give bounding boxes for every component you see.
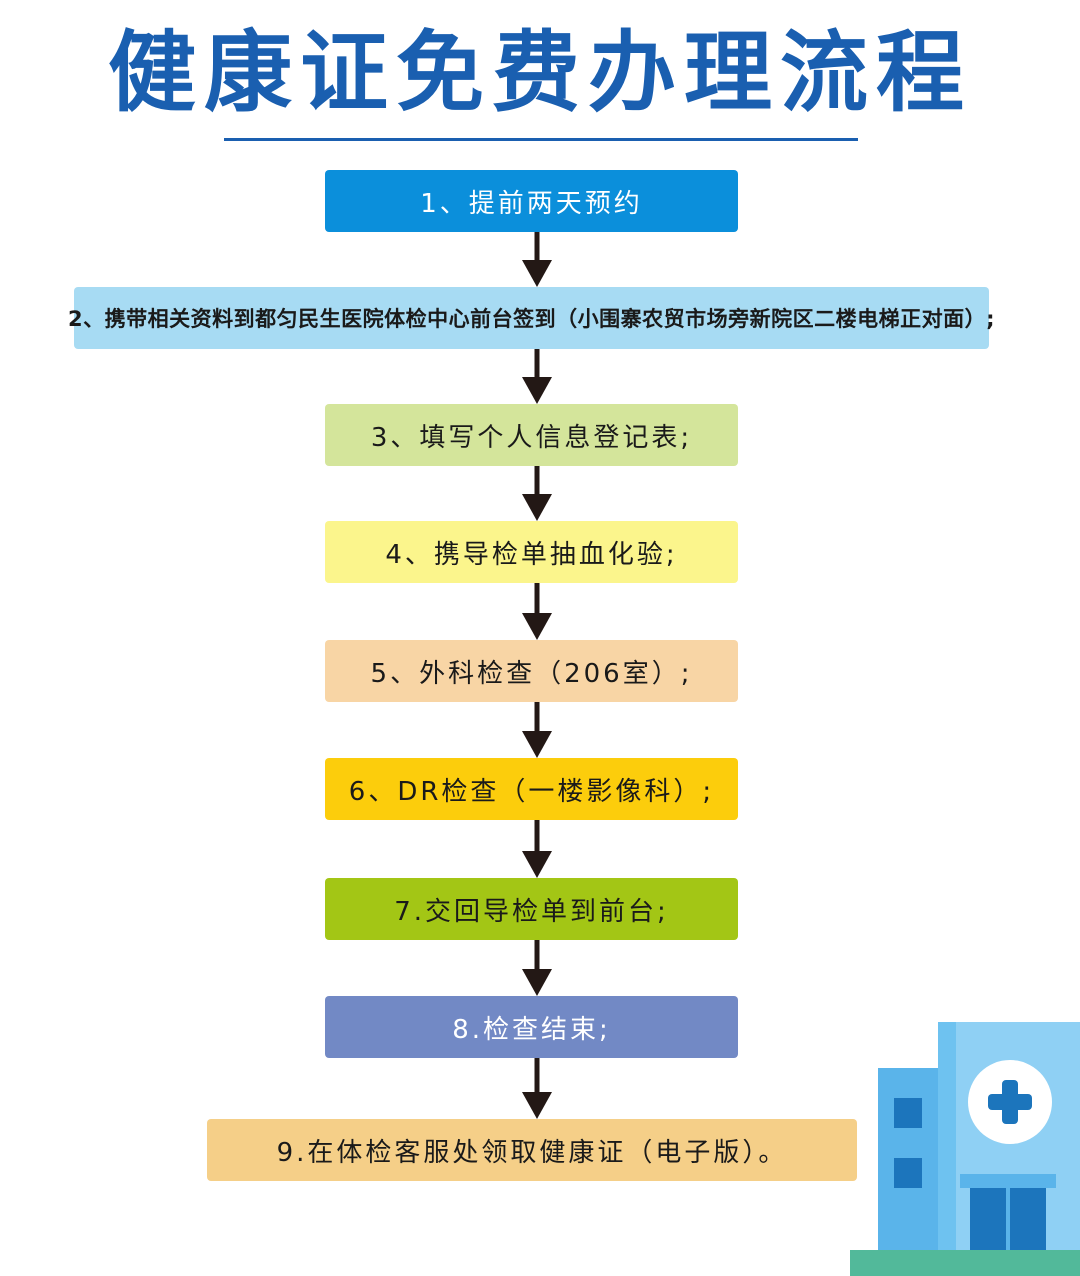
down-arrow-icon — [522, 1058, 552, 1119]
step-5-box: 5、外科检查（206室）; — [325, 640, 738, 702]
step-4-box: 4、携导检单抽血化验; — [325, 521, 738, 583]
step-2-label: 2、携带相关资料到都匀民生医院体检中心前台签到（小围寨农贸市场旁新院区二楼电梯正… — [68, 307, 996, 331]
step-4-label: 4、携导检单抽血化验; — [385, 539, 678, 570]
title-underline — [224, 138, 858, 141]
step-9-box: 9.在体检客服处领取健康证（电子版）。 — [207, 1119, 857, 1181]
step-8-box: 8.检查结束; — [325, 996, 738, 1058]
step-3-box: 3、填写个人信息登记表; — [325, 404, 738, 466]
step-9-label: 9.在体检客服处领取健康证（电子版）。 — [276, 1137, 788, 1168]
step-7-box: 7.交回导检单到前台; — [325, 878, 738, 940]
medical-cross-icon — [968, 1060, 1052, 1144]
down-arrow-icon — [522, 702, 552, 758]
down-arrow-icon — [522, 349, 552, 404]
step-3-label: 3、填写个人信息登记表; — [370, 422, 693, 453]
page-title: 健康证免费办理流程 — [107, 21, 972, 124]
step-1-box: 1、提前两天预约 — [325, 170, 738, 232]
step-2-box: 2、携带相关资料到都匀民生医院体检中心前台签到（小围寨农贸市场旁新院区二楼电梯正… — [68, 287, 995, 349]
down-arrow-icon — [522, 232, 552, 287]
step-7-label: 7.交回导检单到前台; — [394, 896, 669, 927]
step-6-box: 6、DR检查（一楼影像科）; — [325, 758, 738, 820]
step-8-label: 8.检查结束; — [452, 1014, 611, 1045]
step-1-label: 1、提前两天预约 — [420, 188, 643, 219]
down-arrow-icon — [522, 940, 552, 996]
step-5-label: 5、外科检查（206室）; — [370, 658, 693, 689]
down-arrow-icon — [522, 466, 552, 521]
step-6-label: 6、DR检查（一楼影像科）; — [348, 776, 715, 807]
hospital-building-icon — [850, 1022, 1080, 1276]
down-arrow-icon — [522, 583, 552, 640]
down-arrow-icon — [522, 820, 552, 878]
